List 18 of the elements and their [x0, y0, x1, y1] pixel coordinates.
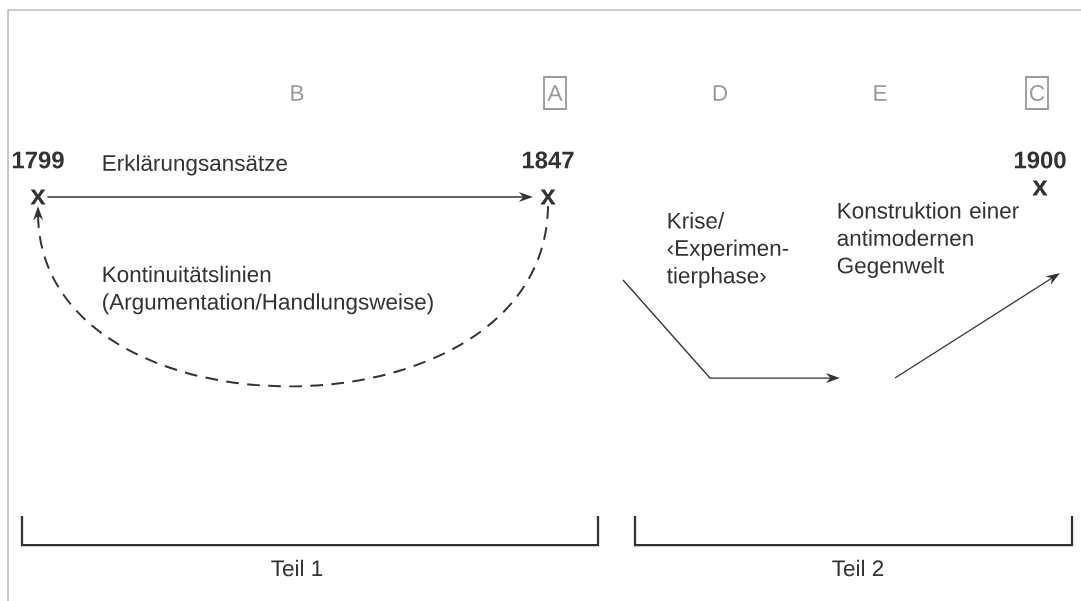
x-mark: x	[540, 189, 556, 205]
part-label: Teil 2	[832, 559, 884, 577]
phase-label: Konstruktion einer antimodernen Gegenwelt	[837, 202, 1019, 278]
x-mark: x	[1032, 180, 1048, 196]
year-label: 1799	[12, 151, 64, 169]
phase-label: Krise/ ‹Experimen- tierphase›	[667, 212, 789, 288]
part-label: Teil 1	[271, 559, 323, 577]
letter-label: B	[291, 85, 304, 101]
year-label: 1847	[522, 151, 574, 169]
year-label: 1900	[1014, 151, 1066, 169]
edge-label: Erklärungsansätze	[100, 153, 290, 177]
edge-label: Kontinuitätslinien (Argumentation/Handlungsweise)	[100, 264, 448, 316]
arrow	[33, 205, 549, 388]
letter-label: E	[874, 85, 887, 101]
letter-box: A	[543, 76, 567, 110]
x-mark: x	[30, 189, 46, 205]
letter-label: D	[713, 85, 728, 101]
letter-box: C	[1025, 76, 1049, 110]
